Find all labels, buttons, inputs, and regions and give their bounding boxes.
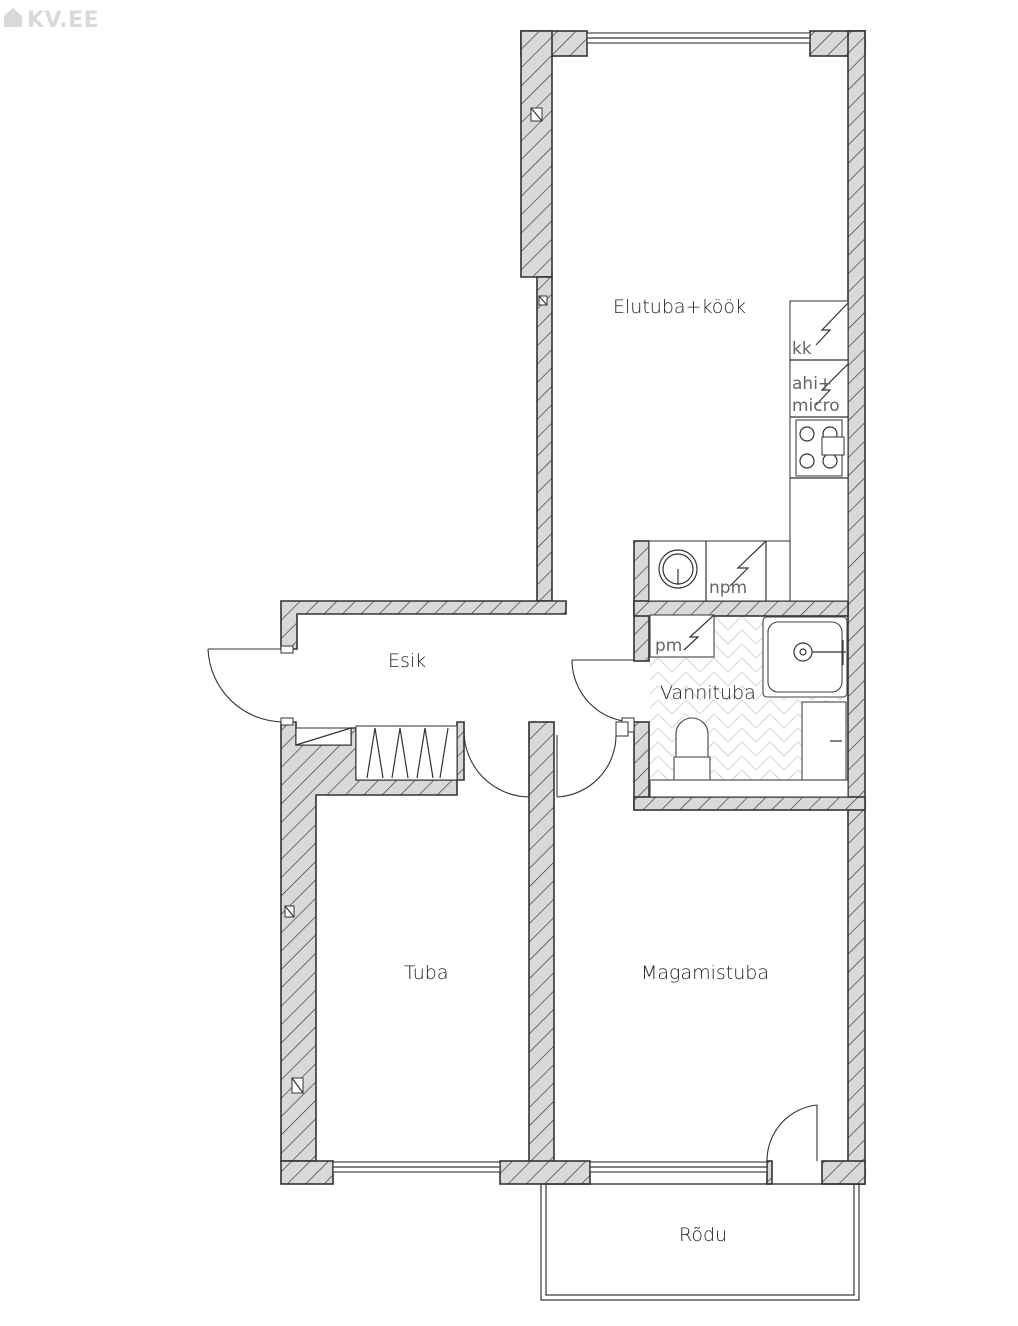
room-label-bedroom: Magamistuba — [641, 962, 769, 984]
room-label-hall: Esik — [388, 650, 426, 672]
room-label-room: Tuba — [404, 962, 448, 984]
room-label-bathroom: Vannituba — [660, 682, 756, 704]
kv-logo: KV.EE — [4, 8, 99, 33]
oven-label-line2: micro — [792, 396, 840, 416]
house-icon — [4, 8, 22, 27]
wardrobe — [295, 725, 458, 781]
balcony — [540, 1183, 860, 1301]
dishwasher-label: npm — [709, 578, 747, 598]
logo-text: KV.EE — [27, 8, 99, 33]
washing-machine-label: pm — [655, 636, 682, 656]
oven-label-line1: ahi+ — [792, 374, 832, 394]
walls — [280, 30, 866, 1185]
doors — [207, 645, 818, 1162]
fridge-label: kk — [792, 339, 812, 359]
room-label-living-kitchen: Elutuba+köök — [613, 296, 746, 318]
kitchen-units — [648, 300, 849, 602]
vents — [284, 107, 548, 1094]
bathroom-fixtures — [649, 614, 849, 798]
windows — [332, 32, 811, 1173]
room-label-balcony: Rõdu — [679, 1224, 727, 1246]
